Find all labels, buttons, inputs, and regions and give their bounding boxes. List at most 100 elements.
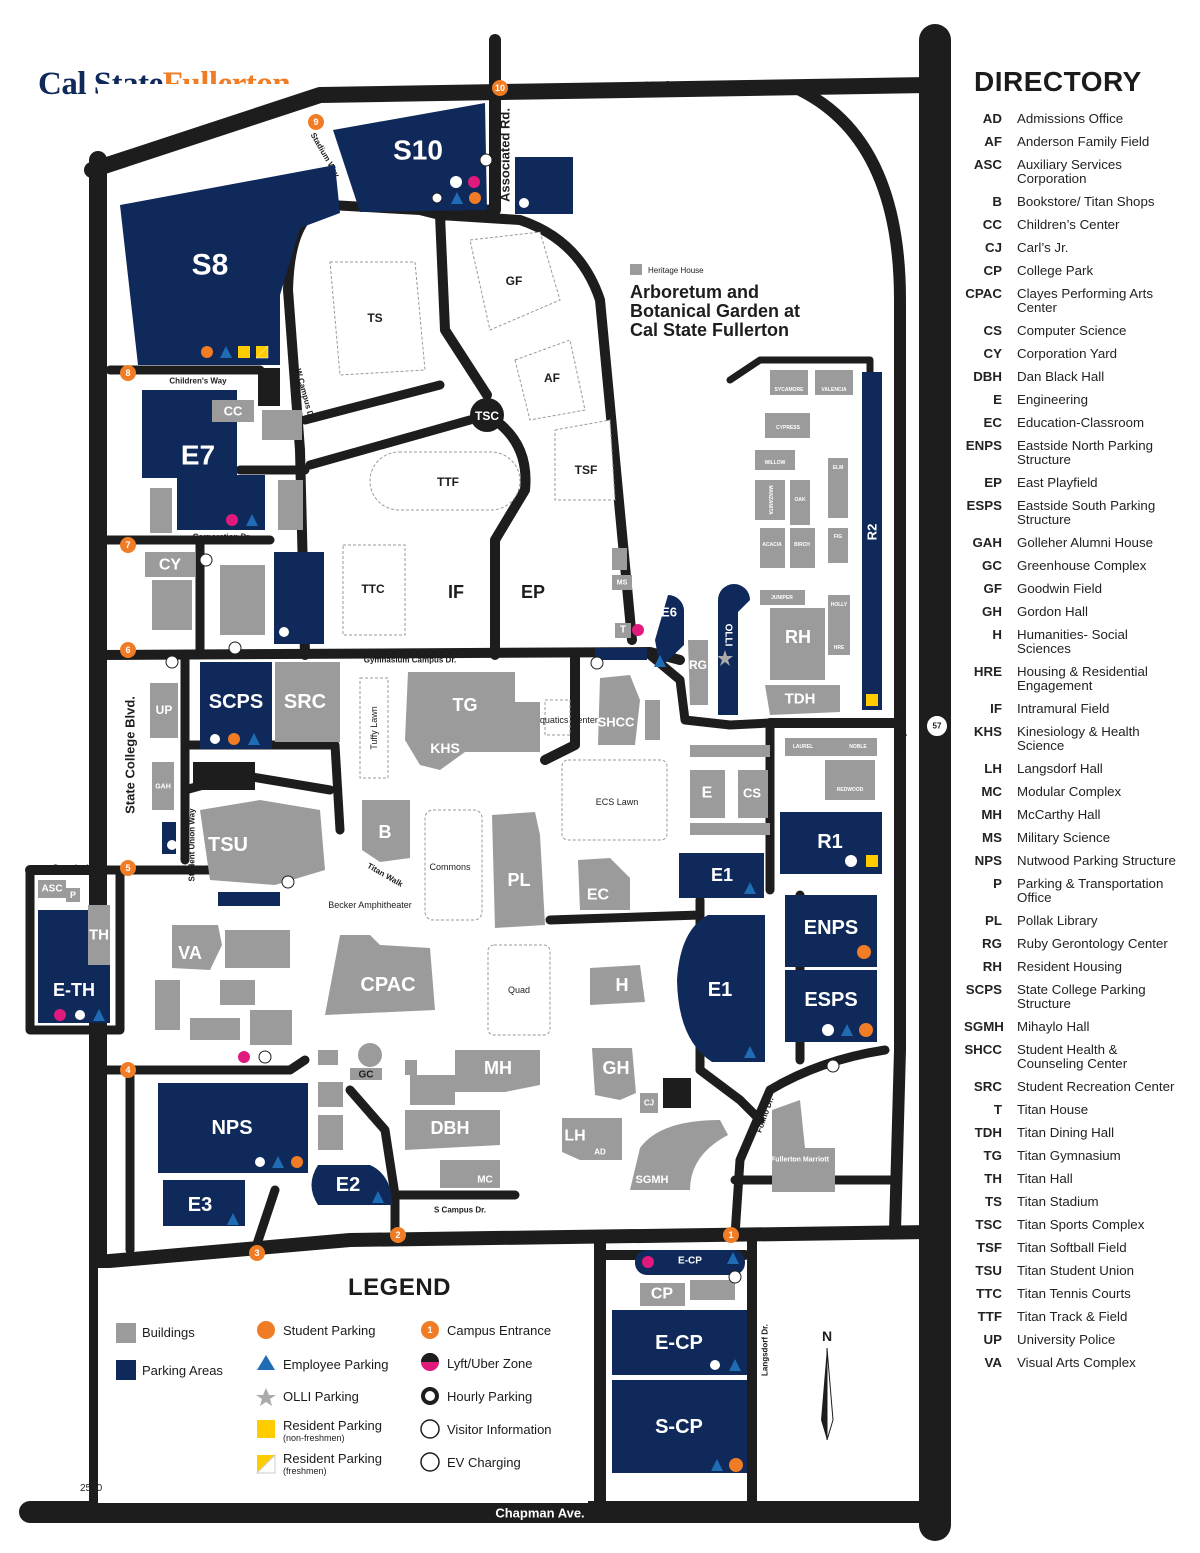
building-gc[interactable]: GC bbox=[350, 1043, 382, 1081]
building-th[interactable]: TH bbox=[88, 905, 110, 965]
building-rg[interactable]: RG bbox=[688, 640, 708, 705]
building-src[interactable]: SRC bbox=[275, 662, 340, 742]
parking-e1-south[interactable]: E1 bbox=[677, 915, 765, 1062]
building-rh[interactable]: RH bbox=[770, 608, 825, 680]
building-mc[interactable]: MC bbox=[440, 1160, 500, 1188]
building-p[interactable]: P bbox=[66, 888, 80, 902]
parking-e6[interactable]: E6 bbox=[655, 594, 684, 668]
building-cs[interactable]: CS bbox=[738, 770, 768, 818]
building-asc[interactable]: ASC bbox=[38, 880, 66, 898]
building-e[interactable]: E bbox=[690, 745, 770, 835]
building-va[interactable]: VA bbox=[172, 925, 290, 970]
building-gah[interactable]: GAH bbox=[152, 762, 174, 810]
building-ms[interactable]: MS bbox=[612, 548, 632, 590]
building-tdh[interactable]: TDH bbox=[765, 685, 840, 715]
parking-e2[interactable]: E2 bbox=[311, 1165, 393, 1205]
building-ad[interactable]: AD bbox=[594, 1148, 606, 1157]
parking-s-cp[interactable]: S-CP bbox=[612, 1380, 747, 1473]
building-lh[interactable]: LH bbox=[562, 1118, 622, 1160]
parking-s8[interactable]: S8 bbox=[120, 165, 340, 365]
building-ec[interactable]: EC bbox=[578, 858, 630, 910]
parking-e-cp-small[interactable]: E-CP bbox=[635, 1250, 745, 1275]
building-h[interactable]: H bbox=[590, 965, 645, 1005]
parking-e-cp[interactable]: E-CP bbox=[612, 1310, 747, 1375]
campus-map[interactable]: .rd { stroke:#1d1d1d; fill:none; stroke-… bbox=[0, 0, 960, 1553]
parking-r2[interactable]: R2 bbox=[862, 372, 882, 710]
building-up[interactable]: UP bbox=[150, 683, 178, 738]
parking-olli[interactable]: OLLI bbox=[718, 584, 750, 715]
building-sgmh[interactable]: SGMH bbox=[630, 1120, 728, 1190]
building-tsu[interactable]: TSU bbox=[200, 800, 325, 885]
building-gh[interactable]: GH bbox=[592, 1048, 636, 1100]
building-mh[interactable]: MH bbox=[410, 1050, 540, 1105]
parking-nps[interactable]: NPS bbox=[158, 1083, 308, 1173]
parking-e7[interactable]: E7 bbox=[142, 390, 265, 530]
building-cc[interactable]: CC bbox=[212, 400, 254, 422]
building-pl[interactable]: PL bbox=[492, 812, 545, 928]
heritage-house: Heritage House bbox=[630, 264, 704, 275]
building-tsc[interactable]: TSC bbox=[470, 398, 504, 432]
building-cp[interactable]: CP bbox=[640, 1280, 735, 1306]
parking-s10[interactable]: S10 bbox=[333, 103, 487, 212]
building-tg[interactable]: TG KHS bbox=[405, 672, 540, 770]
parking-r1[interactable]: R1 bbox=[780, 812, 882, 874]
building-shcc[interactable]: SHCC bbox=[598, 675, 660, 745]
building-t[interactable]: T bbox=[615, 623, 631, 638]
building-cj[interactable]: CJ bbox=[640, 1093, 658, 1113]
building-cpac[interactable]: CPAC bbox=[325, 935, 435, 1015]
building-cy[interactable]: CY bbox=[145, 552, 195, 630]
building-marriott[interactable]: Fullerton Marriott bbox=[771, 1100, 835, 1192]
building-b[interactable]: B bbox=[362, 800, 410, 862]
building-dbh[interactable]: DBH bbox=[405, 1110, 500, 1150]
